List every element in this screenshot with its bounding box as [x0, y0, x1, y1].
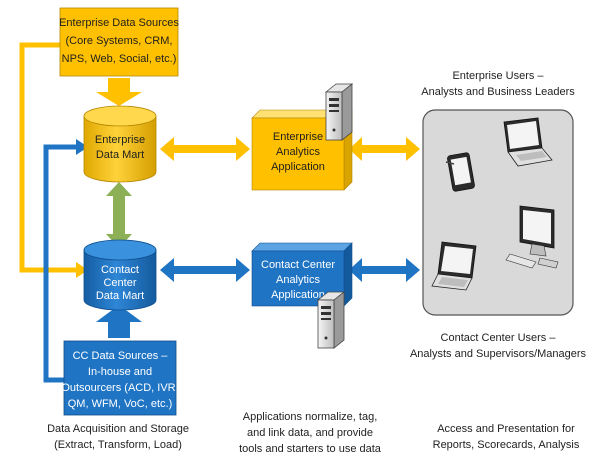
- laptop-icon: [431, 241, 477, 291]
- caption-applications-line-2: and link data, and provide: [247, 427, 373, 439]
- enterprise-app-line-1: Enterprise: [273, 131, 323, 143]
- caption-presentation-line-1: Access and Presentation for: [437, 423, 575, 435]
- caption-storage-line-2: (Extract, Transform, Load): [54, 439, 182, 451]
- enterprise-sources-line-1: Enterprise Data Sources: [59, 17, 179, 29]
- blue-arrowhead-enterprise-mart: [76, 139, 88, 155]
- yellow-arrowhead-contact-mart: [76, 262, 88, 278]
- cc-sources-line-3: Outsourcers (ACD, IVR,: [61, 382, 178, 394]
- arrow-contact-app-users: [349, 258, 420, 282]
- enterprise-sources-line-2: (Core Systems, CRM,: [66, 35, 173, 47]
- contact-mart-line-1: Contact: [101, 264, 139, 276]
- arrow-enterprise-app-users: [349, 137, 420, 161]
- arrow-contact-mart-app: [160, 258, 250, 282]
- contact-mart-line-3: Data Mart: [96, 290, 144, 302]
- cc-sources-line-4: QM, WFM, VoC, etc.): [68, 398, 173, 410]
- caption-applications-line-3: tools and starters to use data: [239, 443, 382, 455]
- caption-storage: Data Acquisition and Storage (Extract, T…: [47, 423, 189, 451]
- enterprise-app-line-3: Application: [271, 161, 325, 173]
- cc-data-sources-box: CC Data Sources – In-house and Outsource…: [61, 340, 179, 416]
- server-icon: [324, 83, 354, 141]
- contact-users-subtitle: Analysts and Supervisors/Managers: [410, 348, 587, 360]
- contact-app-line-3: Application: [271, 289, 325, 301]
- enterprise-users-title: Enterprise Users –: [452, 70, 544, 82]
- enterprise-mart-line-1: Enterprise: [95, 134, 145, 146]
- tablet-icon: [445, 152, 475, 192]
- caption-applications: Applications normalize, tag, and link da…: [239, 411, 382, 455]
- cc-sources-line-1: CC Data Sources –: [73, 350, 169, 362]
- caption-storage-line-1: Data Acquisition and Storage: [47, 423, 189, 435]
- enterprise-data-mart-cylinder: Enterprise Data Mart: [83, 105, 157, 183]
- cc-sources-line-2: In-house and: [88, 366, 152, 378]
- arrow-sources-to-enterprise-mart: [96, 78, 142, 106]
- enterprise-mart-line-2: Data Mart: [96, 149, 144, 161]
- arrow-sources-to-contact-mart: [96, 305, 142, 338]
- caption-presentation-line-2: Reports, Scorecards, Analysis: [433, 439, 580, 451]
- green-mart-link-arrow: [106, 182, 132, 248]
- contact-users-title: Contact Center Users –: [441, 332, 557, 344]
- caption-presentation: Access and Presentation for Reports, Sco…: [433, 423, 580, 451]
- enterprise-sources-line-3: NPS, Web, Social, etc.): [62, 53, 177, 65]
- enterprise-app-line-2: Analytics: [276, 146, 321, 158]
- laptop-icon: [503, 117, 553, 167]
- caption-applications-line-1: Applications normalize, tag,: [243, 411, 378, 423]
- contact-mart-line-2: Center: [103, 277, 136, 289]
- contact-center-data-mart-cylinder: Contact Center Data Mart: [83, 239, 157, 311]
- yellow-feed-connector: [19, 42, 76, 273]
- enterprise-users-subtitle: Analysts and Business Leaders: [421, 86, 575, 98]
- desktop-computer-icon: [505, 205, 559, 269]
- contact-app-line-1: Contact Center: [261, 259, 335, 271]
- server-icon: [316, 291, 346, 349]
- blue-feed-connector: [43, 144, 76, 383]
- arrow-enterprise-mart-app: [160, 137, 250, 161]
- enterprise-data-sources-box: Enterprise Data Sources (Core Systems, C…: [59, 7, 179, 77]
- contact-app-line-2: Analytics: [276, 274, 321, 286]
